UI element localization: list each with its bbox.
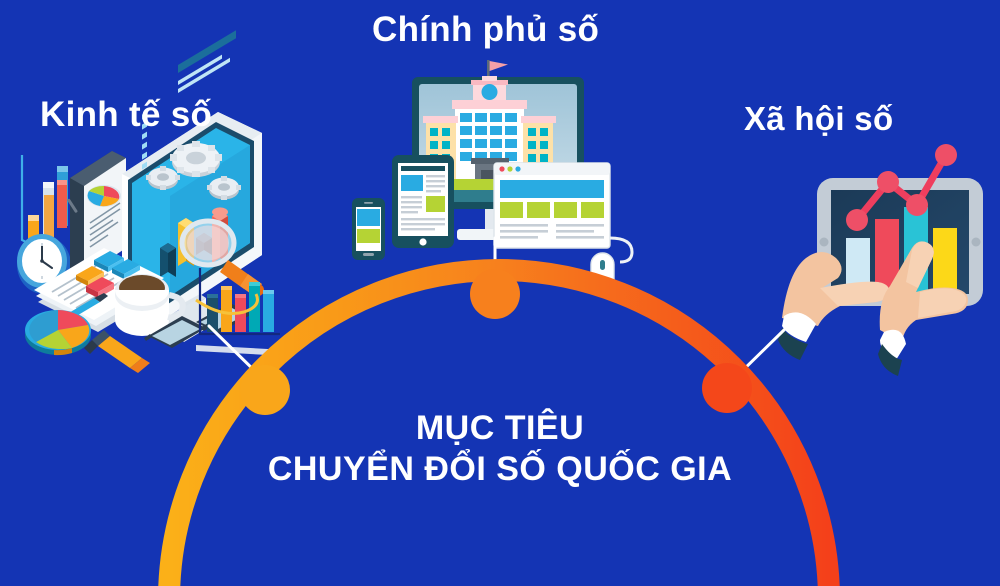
node-economy[interactable] bbox=[240, 365, 290, 415]
illustration-digital-society bbox=[778, 144, 983, 376]
economy-tablet-pie bbox=[67, 151, 126, 276]
gov-tablet bbox=[392, 155, 454, 248]
pillar-label-society: Xã hội số bbox=[744, 100, 894, 137]
gov-browser-window bbox=[493, 162, 611, 249]
illustration-digital-government bbox=[352, 60, 634, 292]
illustration-digital-economy bbox=[17, 30, 286, 373]
economy-gears-icon bbox=[146, 141, 241, 200]
economy-ruler bbox=[196, 345, 286, 356]
node-society[interactable] bbox=[702, 363, 752, 413]
economy-pen-icon bbox=[84, 330, 150, 373]
gov-phone bbox=[352, 198, 385, 260]
economy-side-bar-chart bbox=[195, 268, 280, 336]
node-government[interactable] bbox=[470, 269, 520, 319]
society-line-chart bbox=[846, 144, 957, 231]
center-title-line1: MỤC TIÊU bbox=[415, 409, 585, 447]
pillar-label-economy: Kinh tế số bbox=[40, 95, 213, 134]
center-title: MỤC TIÊU CHUYỂN ĐỔI SỐ QUỐC GIA bbox=[0, 408, 1000, 491]
economy-pie-chart-3d bbox=[25, 310, 91, 356]
economy-magnifier-icon bbox=[179, 218, 264, 296]
society-left-hand bbox=[778, 252, 890, 360]
pillar-label-government: Chính phủ số bbox=[372, 10, 600, 49]
center-title-line2: CHUYỂN ĐỔI SỐ QUỐC GIA bbox=[267, 450, 733, 489]
economy-coffee-cup bbox=[115, 274, 186, 336]
society-right-hand bbox=[878, 241, 968, 376]
